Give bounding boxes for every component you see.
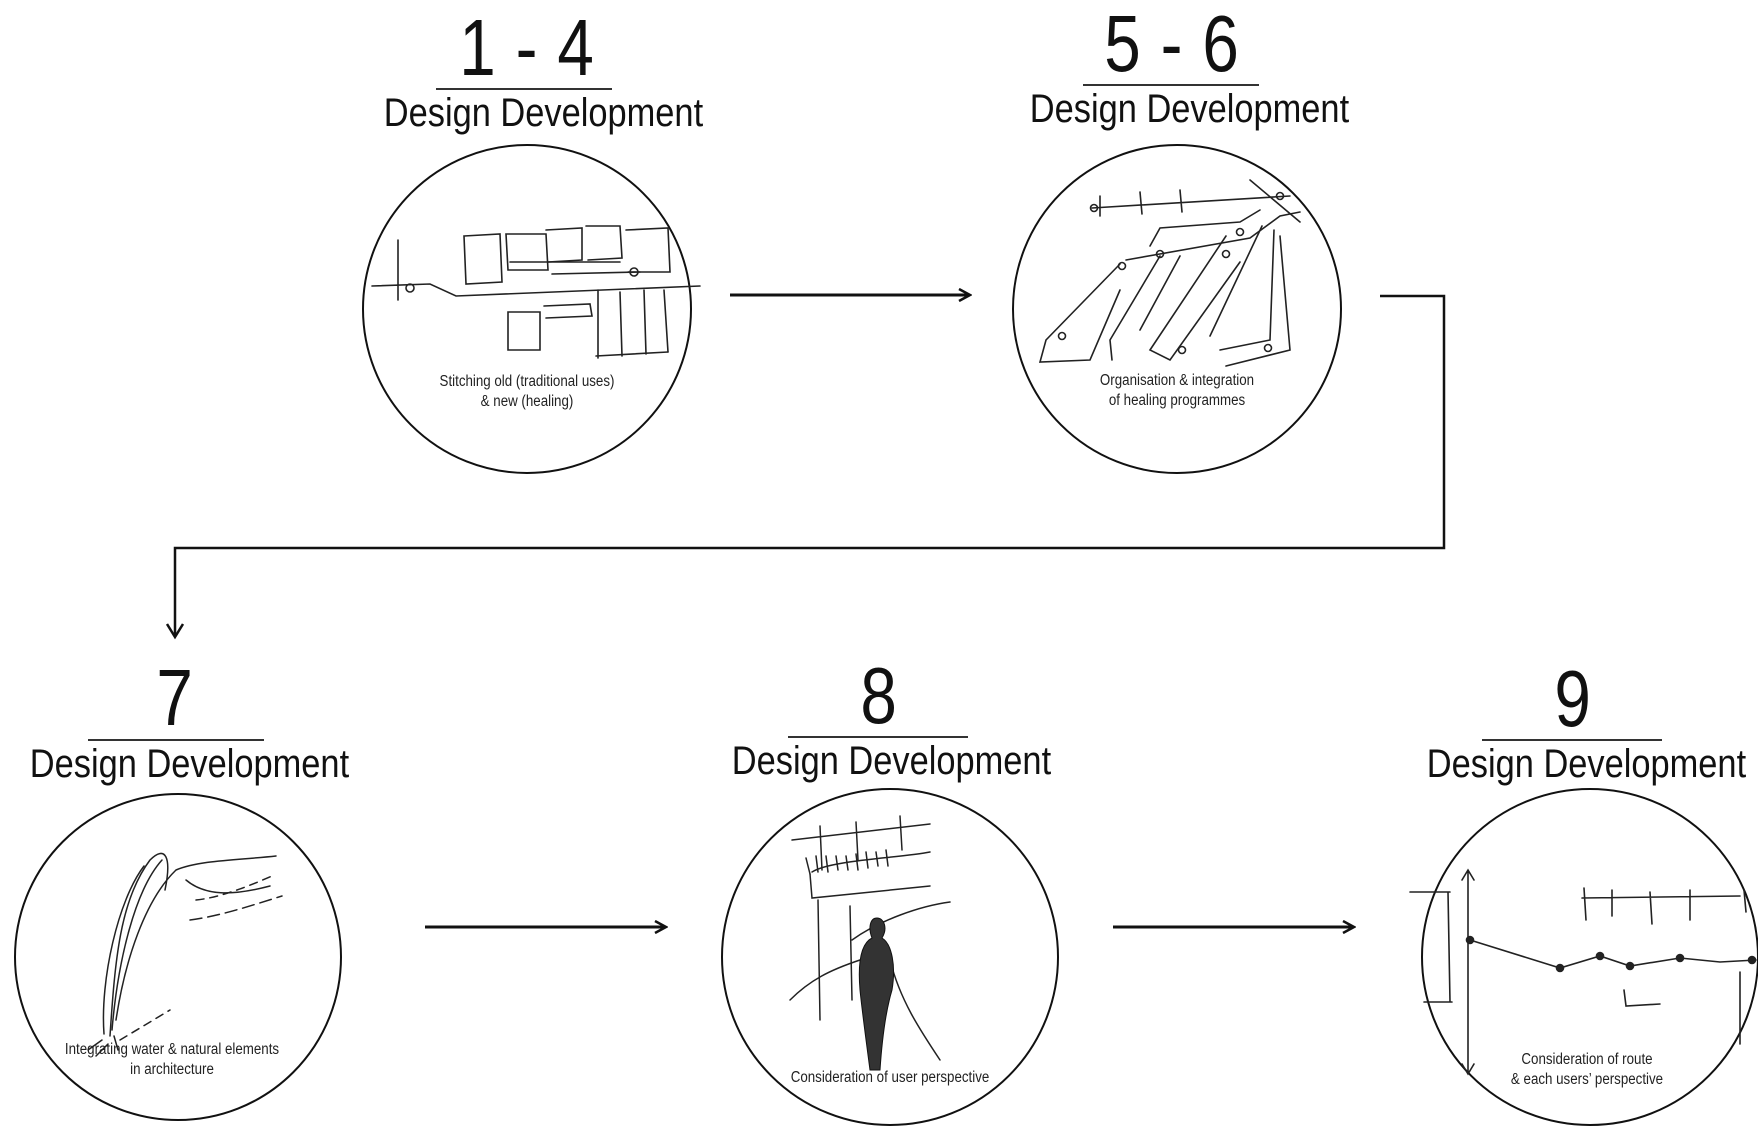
stage-divider bbox=[436, 88, 612, 90]
stage-number: 1 - 4 bbox=[459, 3, 595, 92]
stage-number: 8 bbox=[860, 651, 898, 740]
stage-heading: Design Development bbox=[29, 742, 350, 786]
stage-caption: Consideration of route & each users’ per… bbox=[1510, 1051, 1664, 1088]
stage-heading: Design Development bbox=[1426, 742, 1747, 786]
stage-2-circle bbox=[1012, 144, 1342, 474]
stage-number: 7 bbox=[156, 653, 194, 742]
stage-caption: Organisation & integration of healing pr… bbox=[1099, 372, 1255, 409]
stage-3-circle bbox=[14, 793, 342, 1121]
stage-4-circle bbox=[721, 788, 1059, 1126]
sketch-organisation bbox=[1038, 179, 1301, 367]
sketch-user-perspective bbox=[789, 815, 951, 1061]
sketch-stitching bbox=[371, 225, 701, 359]
sketch-water bbox=[87, 852, 283, 1057]
person-silhouette bbox=[858, 917, 895, 1071]
stage-caption: Consideration of user perspective bbox=[790, 1069, 990, 1086]
sketch-route bbox=[1409, 868, 1757, 1076]
stage-divider bbox=[1083, 84, 1259, 86]
stage-divider bbox=[788, 736, 968, 738]
stage-1-circle bbox=[362, 144, 692, 474]
stage-heading: Design Development bbox=[1029, 87, 1350, 131]
stage-caption: Stitching old (traditional uses) & new (… bbox=[439, 373, 615, 410]
connector-elbow-line bbox=[173, 294, 1446, 636]
stage-divider bbox=[88, 739, 264, 741]
stage-heading: Design Development bbox=[383, 91, 704, 135]
stage-5-circle bbox=[1421, 788, 1758, 1126]
stage-caption: Integrating water & natural elements in … bbox=[64, 1041, 280, 1078]
arrow-down-icon bbox=[165, 623, 185, 640]
stage-number: 9 bbox=[1554, 654, 1592, 743]
stage-divider bbox=[1482, 739, 1662, 741]
stage-heading: Design Development bbox=[731, 739, 1052, 783]
stage-number: 5 - 6 bbox=[1104, 0, 1240, 88]
